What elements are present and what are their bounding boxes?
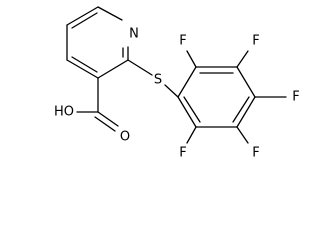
atom-label-n1: N [129,27,139,42]
bond-c6p-f [186,126,197,144]
atom-label-f-meta-bottom: F [252,146,259,161]
bond-c2-s [127,59,153,76]
bond-n1-c6 [97,6,123,21]
atom-label-f-meta-top: F [252,34,259,49]
bond-c5p-f [236,126,249,144]
bond-c4p-c5p-inner [232,96,250,123]
bond-c4-c3 [66,59,99,79]
atom-label-carbonyl-o: O [120,130,130,145]
bonds [66,6,287,144]
bond-c4-c3-inner [71,56,98,73]
bond-c6p-c1p [177,96,197,128]
bond-c6-c5-inner [71,12,98,29]
bond-s-c1p [164,84,179,98]
bond-c6p-c1p-inner [183,96,201,123]
atom-labels: N S HO O F F F F F [54,27,300,161]
bond-c1p-c2p [177,66,197,98]
bond-c3-c2 [97,59,129,79]
chemical-structure-diagram: N S HO O F F F F F [54,6,300,161]
bond-cooh-o-b [94,116,116,132]
atom-label-s: S [154,73,162,88]
bond-c6-c5 [66,6,99,26]
bond-c2p-f [186,50,197,68]
bond-cooh-o-a [97,111,119,127]
atom-label-hydroxyl: HO [54,105,74,120]
atom-label-f-ortho-top: F [179,34,186,49]
atom-label-f-para: F [292,90,299,105]
atom-label-f-ortho-bottom: F [179,146,186,161]
bond-c3p-c4p [236,66,256,98]
bond-c3p-f [236,50,249,68]
bond-c4p-c5p [236,96,256,128]
